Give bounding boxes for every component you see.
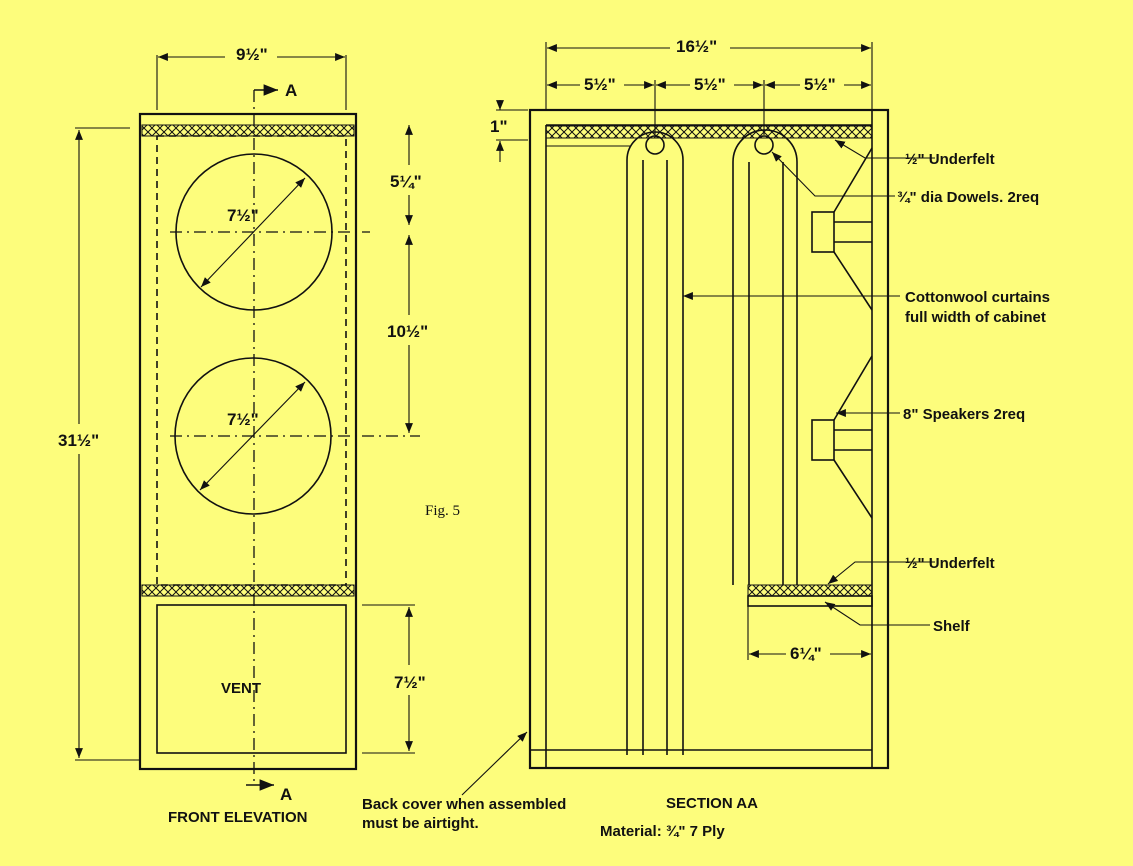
width-dim: 9½" (236, 45, 268, 64)
leader-shelf (824, 601, 930, 626)
height-dim: 31½" (58, 431, 99, 450)
top-thickness-dim: 1" (490, 117, 508, 136)
div2-dim: 5½" (694, 75, 726, 94)
div1-dim-bg (580, 70, 624, 96)
curtain-loop-rear (626, 131, 684, 755)
shelf-depth-dim: 6¼" (790, 644, 822, 663)
vent-height-dim: 7½" (394, 673, 426, 692)
curtain-loop-front (732, 129, 798, 585)
lower-speaker-section (811, 355, 873, 519)
dowel-rear (645, 135, 665, 155)
section-aa-title: SECTION AA (666, 795, 758, 812)
section-marker-top: A (285, 81, 297, 100)
leader-back-cover (461, 731, 528, 796)
height-dim-bg (55, 424, 103, 454)
section-bottom-underfelt (747, 584, 873, 597)
leader-dowels (771, 151, 895, 197)
callout-dowels: ¾" dia Dowels. 2req (897, 189, 1039, 206)
leader-underfelt-bottom (827, 561, 935, 585)
top-to-speaker-dim: 5¼" (390, 172, 422, 191)
front-bottom-underfelt (141, 584, 355, 597)
vent-label: VENT (221, 680, 261, 697)
div3-dim-bg (800, 70, 844, 96)
callout-underfelt-top: ½" Underfelt (905, 151, 995, 168)
material-note: Material: ¾" 7 Ply (600, 823, 725, 840)
back-cover-note-line1: Back cover when assembled (362, 796, 566, 813)
vent-opening (156, 604, 347, 754)
front-inner-dashed-outline (156, 135, 347, 586)
section-aa: 16½" 5½" 5½" 5½" 1" 6¼" ½" Underfel (490, 32, 1050, 840)
back-cover-note-line2: must be airtight. (362, 815, 479, 832)
callout-curtains-line1: Cottonwool curtains (905, 289, 1050, 306)
section-top-underfelt (545, 125, 873, 139)
section-cabinet-outline (528, 108, 890, 770)
speaker-spacing-dim: 10½" (387, 322, 428, 341)
callout-shelf: Shelf (933, 618, 971, 635)
figure-label: Fig. 5 (425, 503, 460, 519)
upper-speaker-dia-dim: 7½" (227, 206, 259, 225)
div3-dim: 5½" (804, 75, 836, 94)
vent-height-dim-bg (388, 665, 432, 695)
dowel-front (754, 135, 774, 155)
callout-underfelt-bottom: ½" Underfelt (905, 555, 995, 572)
callout-speakers: 8" Speakers 2req (903, 406, 1025, 423)
upper-speaker-magnet (811, 211, 835, 253)
div1-dim: 5½" (584, 75, 616, 94)
top-to-speaker-dim-bg (385, 165, 433, 195)
shelf-board (747, 595, 873, 607)
div2-dim-bg (690, 70, 734, 96)
section-marker-bottom: A (280, 785, 292, 804)
width-dim-bg (225, 40, 277, 66)
front-elevation: VENT 7½" 7½" A A 9½" 31½" 5¼" (55, 40, 433, 826)
leader-underfelt-top (834, 139, 935, 159)
front-cabinet-outline (138, 112, 358, 771)
lower-speaker-dia-dim: 7½" (227, 410, 259, 429)
speaker-spacing-dim-bg (385, 315, 433, 345)
lower-speaker-magnet (811, 419, 835, 461)
depth-dim-bg (670, 32, 730, 58)
lower-speaker-cone (833, 355, 873, 519)
depth-dim: 16½" (676, 37, 717, 56)
upper-speaker-cone (833, 147, 873, 311)
upper-speaker-section (811, 147, 873, 311)
front-top-underfelt (141, 124, 355, 137)
front-elevation-title: FRONT ELEVATION (168, 809, 307, 826)
callout-curtains-line2: full width of cabinet (905, 309, 1046, 326)
shelf-dim-bg (786, 640, 830, 666)
